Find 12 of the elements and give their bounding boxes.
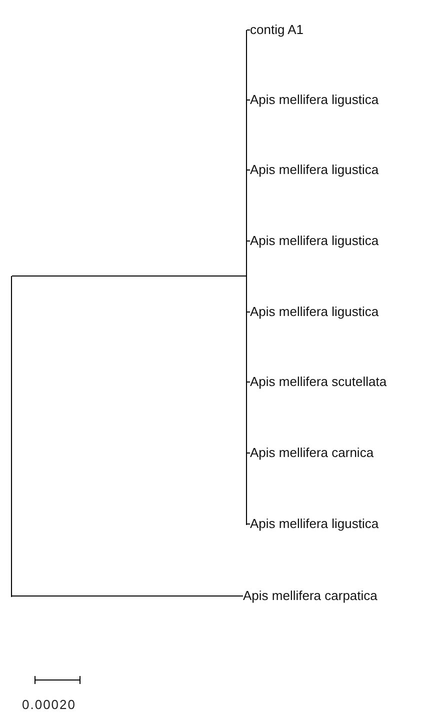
tree-branch	[246, 452, 250, 454]
taxon-label: Apis mellifera ligustica	[250, 162, 379, 178]
scale-value: 0.00020	[22, 697, 76, 712]
taxon-label: contig A1	[250, 22, 304, 38]
taxon-label: Apis mellifera scutellata	[250, 374, 387, 390]
taxon-label: Apis mellifera ligustica	[250, 92, 379, 108]
taxon-label: Apis mellifera carpatica	[243, 588, 378, 604]
taxon-label: Apis mellifera carnica	[250, 445, 374, 461]
tree-branch	[246, 240, 250, 242]
taxon-label: Apis mellifera ligustica	[250, 304, 379, 320]
taxon-label: Apis mellifera ligustica	[250, 233, 379, 249]
taxon-label: Apis mellifera ligustica	[250, 516, 379, 532]
